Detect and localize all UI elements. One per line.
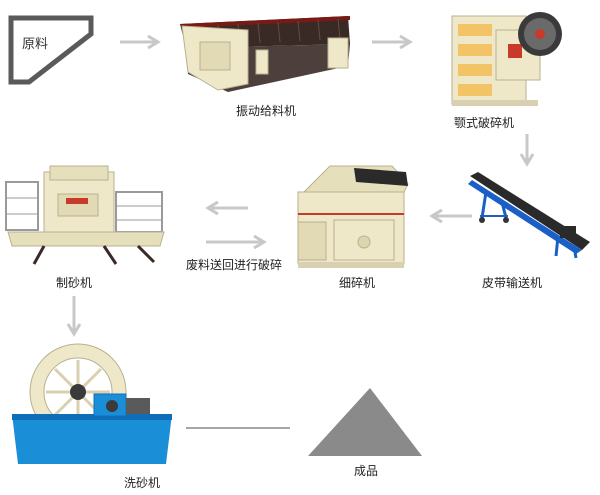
arrow-raw-to-feeder [120, 34, 161, 50]
product-pile-image [308, 388, 422, 456]
jaw-crusher-label: 颚式破碎机 [454, 116, 515, 130]
arrow-jaw-to-conveyor [519, 134, 535, 167]
washer-to-product-line [186, 427, 290, 429]
sand-washer-label: 洗砂机 [124, 476, 161, 490]
product-label: 成品 [354, 464, 379, 478]
fine-crusher-image [297, 165, 409, 268]
vibrating-feeder-image [180, 16, 350, 92]
arrow-fine-to-sandmaker [205, 200, 248, 216]
arrow-conveyor-to-fine [429, 208, 472, 224]
belt-conveyor-label: 皮带输送机 [482, 276, 543, 290]
sand-maker-label: 制砂机 [56, 276, 93, 290]
arrow-return-to-fine [206, 234, 267, 250]
raw-material-label: 原料 [22, 37, 49, 52]
return-note-label: 废料送回进行破碎 [186, 258, 283, 272]
arrow-feeder-to-jaw [372, 34, 413, 50]
belt-conveyor-image [468, 172, 590, 259]
sand-maker-image [5, 165, 165, 265]
arrow-sandmaker-to-washer [66, 296, 82, 337]
fine-crusher-label: 细碎机 [339, 276, 376, 290]
sand-washer-image [12, 343, 172, 464]
jaw-crusher-image [451, 12, 562, 106]
raw-material-frame [8, 15, 94, 85]
vibrating-feeder-label: 振动给料机 [236, 104, 297, 118]
